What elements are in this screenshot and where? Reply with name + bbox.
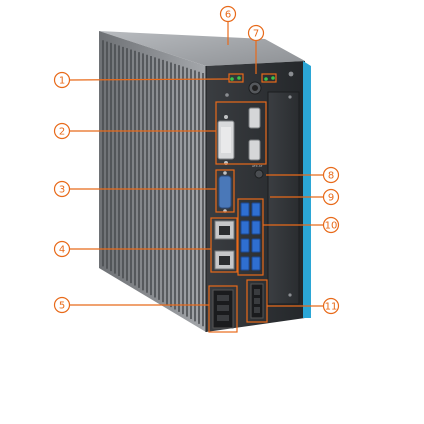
callout-number: 6 — [225, 10, 231, 21]
callout-number: 11 — [325, 302, 338, 313]
callout-number: 1 — [59, 76, 65, 87]
callout-4: 4 — [53, 240, 71, 258]
callout-10: 10 — [322, 216, 340, 234]
usb-port — [251, 202, 261, 217]
usb-port — [251, 220, 261, 235]
circled-number-icon — [322, 216, 340, 234]
box-lan-ports — [210, 217, 238, 273]
callout-7: 7 — [247, 24, 265, 42]
box-leds-left — [228, 73, 244, 83]
callout-boxes — [208, 73, 277, 333]
usb-port — [240, 238, 250, 253]
led-1 — [230, 77, 234, 81]
usb-port — [240, 220, 250, 235]
callout-markers: 1 2 3 4 5 6 7 8 9 10 11 — [53, 5, 340, 315]
circled-number-icon — [53, 122, 71, 140]
displayport-port — [248, 139, 261, 161]
remote-power-terminal — [250, 283, 264, 319]
callout-number: 2 — [59, 127, 65, 138]
callout-number: 7 — [253, 29, 259, 40]
callout-number: 9 — [328, 193, 334, 204]
com-port — [218, 171, 232, 213]
accent-stripe — [303, 61, 311, 318]
callout-8: 8 — [322, 166, 340, 184]
dc-in-terminal — [212, 289, 234, 329]
usb-port — [251, 238, 261, 253]
screw-icon — [288, 293, 292, 297]
led-2 — [237, 76, 241, 80]
circled-number-icon — [53, 296, 71, 314]
callout-3: 3 — [53, 180, 71, 198]
led-4 — [271, 76, 275, 80]
circled-number-icon — [219, 5, 237, 23]
circled-number-icon — [322, 166, 340, 184]
callout-5: 5 — [53, 296, 71, 314]
callout-9: 9 — [322, 188, 340, 206]
screw-icon — [225, 93, 229, 97]
callout-6: 6 — [219, 5, 237, 23]
circled-number-icon — [322, 188, 340, 206]
reset-button — [254, 169, 264, 179]
usb-port — [240, 202, 250, 217]
box-display-ports — [215, 101, 267, 165]
status-leds — [230, 76, 275, 81]
hdmi-port — [248, 107, 261, 129]
leader-lines — [69, 22, 323, 307]
circled-number-icon — [53, 71, 71, 89]
expansion-bay — [267, 91, 300, 305]
callout-1: 1 — [53, 71, 71, 89]
dvi-port — [217, 115, 235, 165]
power-button — [248, 81, 262, 95]
heatsink-fins-icon — [102, 40, 204, 327]
callout-number: 3 — [59, 185, 65, 196]
callout-number: 4 — [59, 245, 65, 256]
lan-ports — [214, 220, 235, 270]
circled-number-icon — [53, 180, 71, 198]
callout-11: 11 — [322, 297, 340, 315]
leader-line — [69, 78, 230, 81]
usb-port — [251, 256, 261, 271]
usb-port — [240, 256, 250, 271]
box-usb-ports — [237, 198, 264, 276]
callout-number: 10 — [325, 221, 338, 232]
circled-number-icon — [53, 240, 71, 258]
callout-number: 5 — [59, 301, 65, 312]
callout-number: 8 — [328, 171, 334, 182]
box-dc-in — [208, 285, 238, 333]
box-leds-right — [261, 73, 277, 83]
screw-icon — [288, 95, 292, 99]
usb-ports — [240, 202, 261, 271]
box-com-port — [215, 169, 235, 213]
circled-number-icon — [322, 297, 340, 315]
box-remote-power — [246, 279, 268, 323]
circled-number-icon — [247, 24, 265, 42]
screw-icon — [288, 71, 294, 77]
svg-text:ATX AT: ATX AT — [252, 164, 262, 168]
callout-2: 2 — [53, 122, 71, 140]
led-3 — [264, 77, 268, 81]
